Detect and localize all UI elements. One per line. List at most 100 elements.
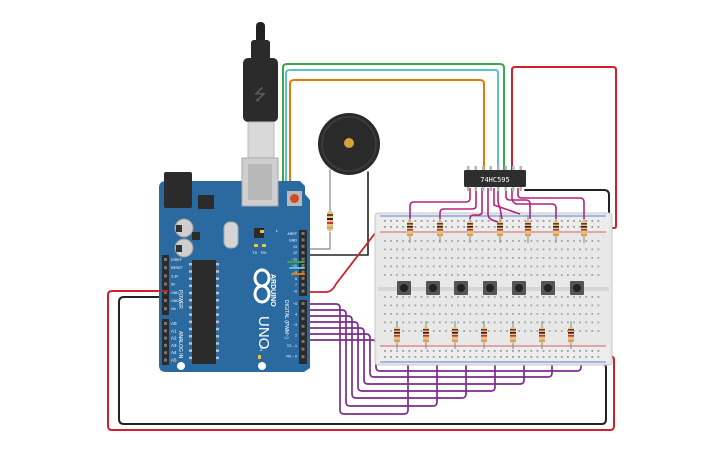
- purple-wire[interactable]: [306, 309, 438, 407]
- hole: [499, 356, 502, 358]
- purple-wire[interactable]: [306, 303, 409, 415]
- magenta-wire[interactable]: [439, 188, 477, 219]
- wire-red-pin-rail[interactable]: [307, 231, 377, 293]
- hole: [506, 313, 508, 315]
- resistor[interactable]: [497, 215, 503, 243]
- resistor[interactable]: [467, 215, 473, 243]
- usb-plug-strain: [251, 40, 270, 60]
- purple-wire[interactable]: [306, 312, 525, 385]
- resistor[interactable]: [481, 321, 487, 349]
- chip-pin: [189, 349, 192, 352]
- resistor[interactable]: [437, 215, 443, 243]
- push-button[interactable]: [397, 281, 411, 295]
- voltage-regulator: [198, 195, 214, 209]
- resistor[interactable]: [407, 215, 413, 243]
- hole: [469, 274, 472, 276]
- hole: [390, 274, 392, 276]
- wire-resistor-pin[interactable]: [307, 231, 331, 250]
- usb-cable[interactable]: ⭍: [243, 22, 278, 159]
- hole: [579, 330, 581, 332]
- resistor[interactable]: [525, 215, 531, 243]
- hole: [475, 313, 478, 315]
- push-button[interactable]: [426, 281, 440, 295]
- wire-black-ic-gnd[interactable]: [524, 189, 610, 215]
- ic-pin: [512, 186, 515, 191]
- hole: [518, 220, 520, 222]
- hole: [560, 350, 563, 352]
- wire-green-data[interactable]: [282, 63, 505, 263]
- band: [394, 335, 400, 337]
- resistor[interactable]: [510, 321, 516, 349]
- hole: [432, 220, 435, 222]
- push-button[interactable]: [483, 281, 497, 295]
- purple-wire[interactable]: [306, 312, 467, 399]
- band: [581, 234, 587, 236]
- hole: [506, 226, 508, 228]
- resistor[interactable]: [423, 321, 429, 349]
- magenta-wire[interactable]: [517, 188, 585, 219]
- wire-black-buzzer[interactable]: [307, 171, 369, 256]
- hole: [591, 240, 594, 242]
- hole: [512, 304, 514, 307]
- hole: [506, 274, 508, 276]
- band: [394, 332, 400, 334]
- push-button[interactable]: [454, 281, 468, 295]
- led-tx: [254, 244, 258, 247]
- chip-pin: [189, 327, 192, 331]
- hole: [597, 313, 600, 315]
- hole: [560, 265, 563, 268]
- resistor[interactable]: [568, 321, 574, 349]
- magenta-wire[interactable]: [497, 188, 503, 220]
- hole: [463, 248, 466, 251]
- hole: [451, 350, 453, 352]
- reset-button[interactable]: [290, 194, 299, 203]
- piezo-buzzer[interactable]: [318, 113, 380, 175]
- purple-wire[interactable]: [306, 312, 553, 378]
- buzzer-resistor[interactable]: [327, 211, 333, 231]
- resistor[interactable]: [394, 321, 400, 349]
- hole: [390, 220, 392, 222]
- band: [525, 226, 531, 228]
- ic-pin: [519, 186, 522, 191]
- hole: [475, 257, 478, 259]
- hole: [475, 356, 478, 358]
- resistor[interactable]: [553, 215, 559, 243]
- magenta-wire[interactable]: [493, 188, 521, 215]
- magenta-wire[interactable]: [487, 188, 499, 223]
- wire-cyan-clock[interactable]: [285, 69, 499, 269]
- hole: [487, 330, 490, 332]
- shift-register-ic[interactable]: 74HC595: [464, 166, 526, 191]
- led-l: [260, 230, 264, 233]
- purple-wire[interactable]: [306, 312, 496, 392]
- header-hole: [301, 283, 305, 287]
- hole: [481, 321, 484, 324]
- resistor[interactable]: [539, 321, 545, 349]
- hole: [499, 274, 502, 276]
- hole: [567, 356, 569, 358]
- power-header-label: POWER: [177, 290, 183, 309]
- hole: [432, 265, 435, 268]
- push-button[interactable]: [541, 281, 555, 295]
- magenta-wire[interactable]: [409, 188, 471, 219]
- push-button[interactable]: [512, 281, 526, 295]
- magenta-wire[interactable]: [469, 188, 483, 220]
- arduino-uno[interactable]: L TX RX ARDUINO UNO ON IOREFRESET3.3V5VG…: [159, 157, 310, 372]
- hole: [542, 220, 545, 222]
- hole: [548, 240, 551, 242]
- wire-red-bottom-loop[interactable]: [107, 290, 615, 431]
- hole: [420, 257, 423, 259]
- hole: [524, 321, 527, 324]
- resistor[interactable]: [452, 321, 458, 349]
- wire-red-top-loop[interactable]: [511, 66, 617, 229]
- wire-orange-latch[interactable]: [289, 79, 485, 275]
- hole: [530, 220, 533, 222]
- hole: [560, 330, 563, 332]
- resistor[interactable]: [581, 215, 587, 243]
- digital-pin-label: 13: [293, 245, 297, 249]
- magenta-wire[interactable]: [511, 188, 557, 219]
- hole: [426, 274, 429, 276]
- magenta-wire[interactable]: [505, 188, 531, 219]
- hole: [451, 240, 453, 242]
- push-button[interactable]: [570, 281, 584, 295]
- header-analog: [162, 319, 169, 365]
